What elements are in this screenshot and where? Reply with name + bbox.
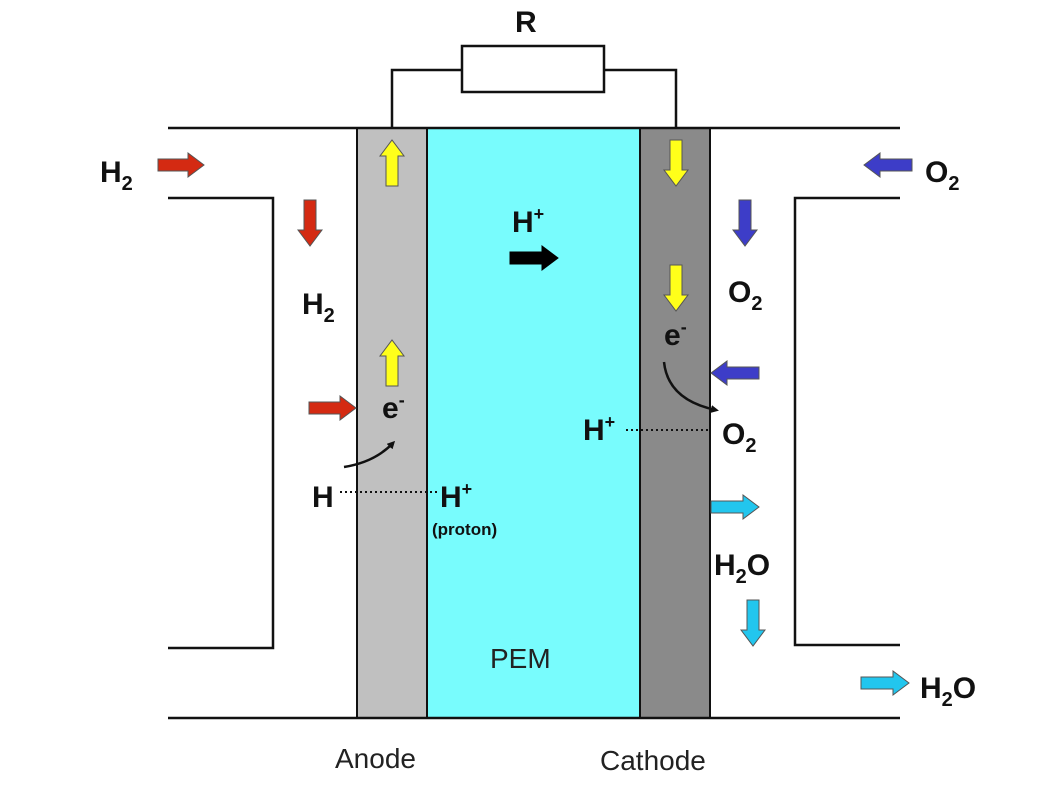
h2-inlet-arrow [157,152,205,178]
o2-down-arrow [732,199,758,247]
h2o-out-of-cathode-arrow [710,494,760,520]
cell-housing [168,126,900,720]
pem-proton-label: H+ [512,204,544,239]
electron-down-arrow-bottom [663,264,689,312]
electron-up-arrow-top [379,139,405,187]
h2o-outlet-arrow [860,670,910,696]
o2-inlet-arrow [863,152,913,178]
anode-label: Anode [335,743,416,774]
o2-inlet-label: O2 [925,156,959,195]
proton-flow-arrow [509,245,559,271]
electron-release-curve-arrow [343,440,396,469]
cathode-layer [639,127,711,719]
h2-into-anode-arrow [308,395,357,421]
h2-inlet-label: H2 [100,156,133,195]
h2o-down-arrow [740,599,766,647]
h2o-outlet-label: H2O [920,672,976,711]
cathode-electron-label: e- [664,317,687,352]
cathode-proton-label: H+ [583,412,615,447]
resistor-label: R [515,6,537,39]
anode-layer [356,127,428,719]
anode-electron-label: e- [382,390,405,425]
electron-down-arrow-top [663,139,689,187]
cathode-label: Cathode [600,745,706,776]
h2o-channel-label: H2O [714,549,770,588]
hydrogen-atom-label: H [312,481,334,514]
o2-reaction-label: O2 [722,418,756,457]
h2-channel-label: H2 [302,288,335,327]
h2-down-arrow [297,199,323,247]
o2-into-cathode-arrow [710,360,760,386]
external-circuit [390,44,678,128]
resistor [460,44,606,94]
anode-proton-label: H+ [440,479,472,514]
pem-layer [426,127,641,719]
proton-note: (proton) [432,520,497,539]
electron-consume-curve-arrow [662,361,719,413]
electron-up-arrow-bottom [379,339,405,387]
o2-channel-label: O2 [728,276,762,315]
pem-label: PEM [490,643,551,674]
